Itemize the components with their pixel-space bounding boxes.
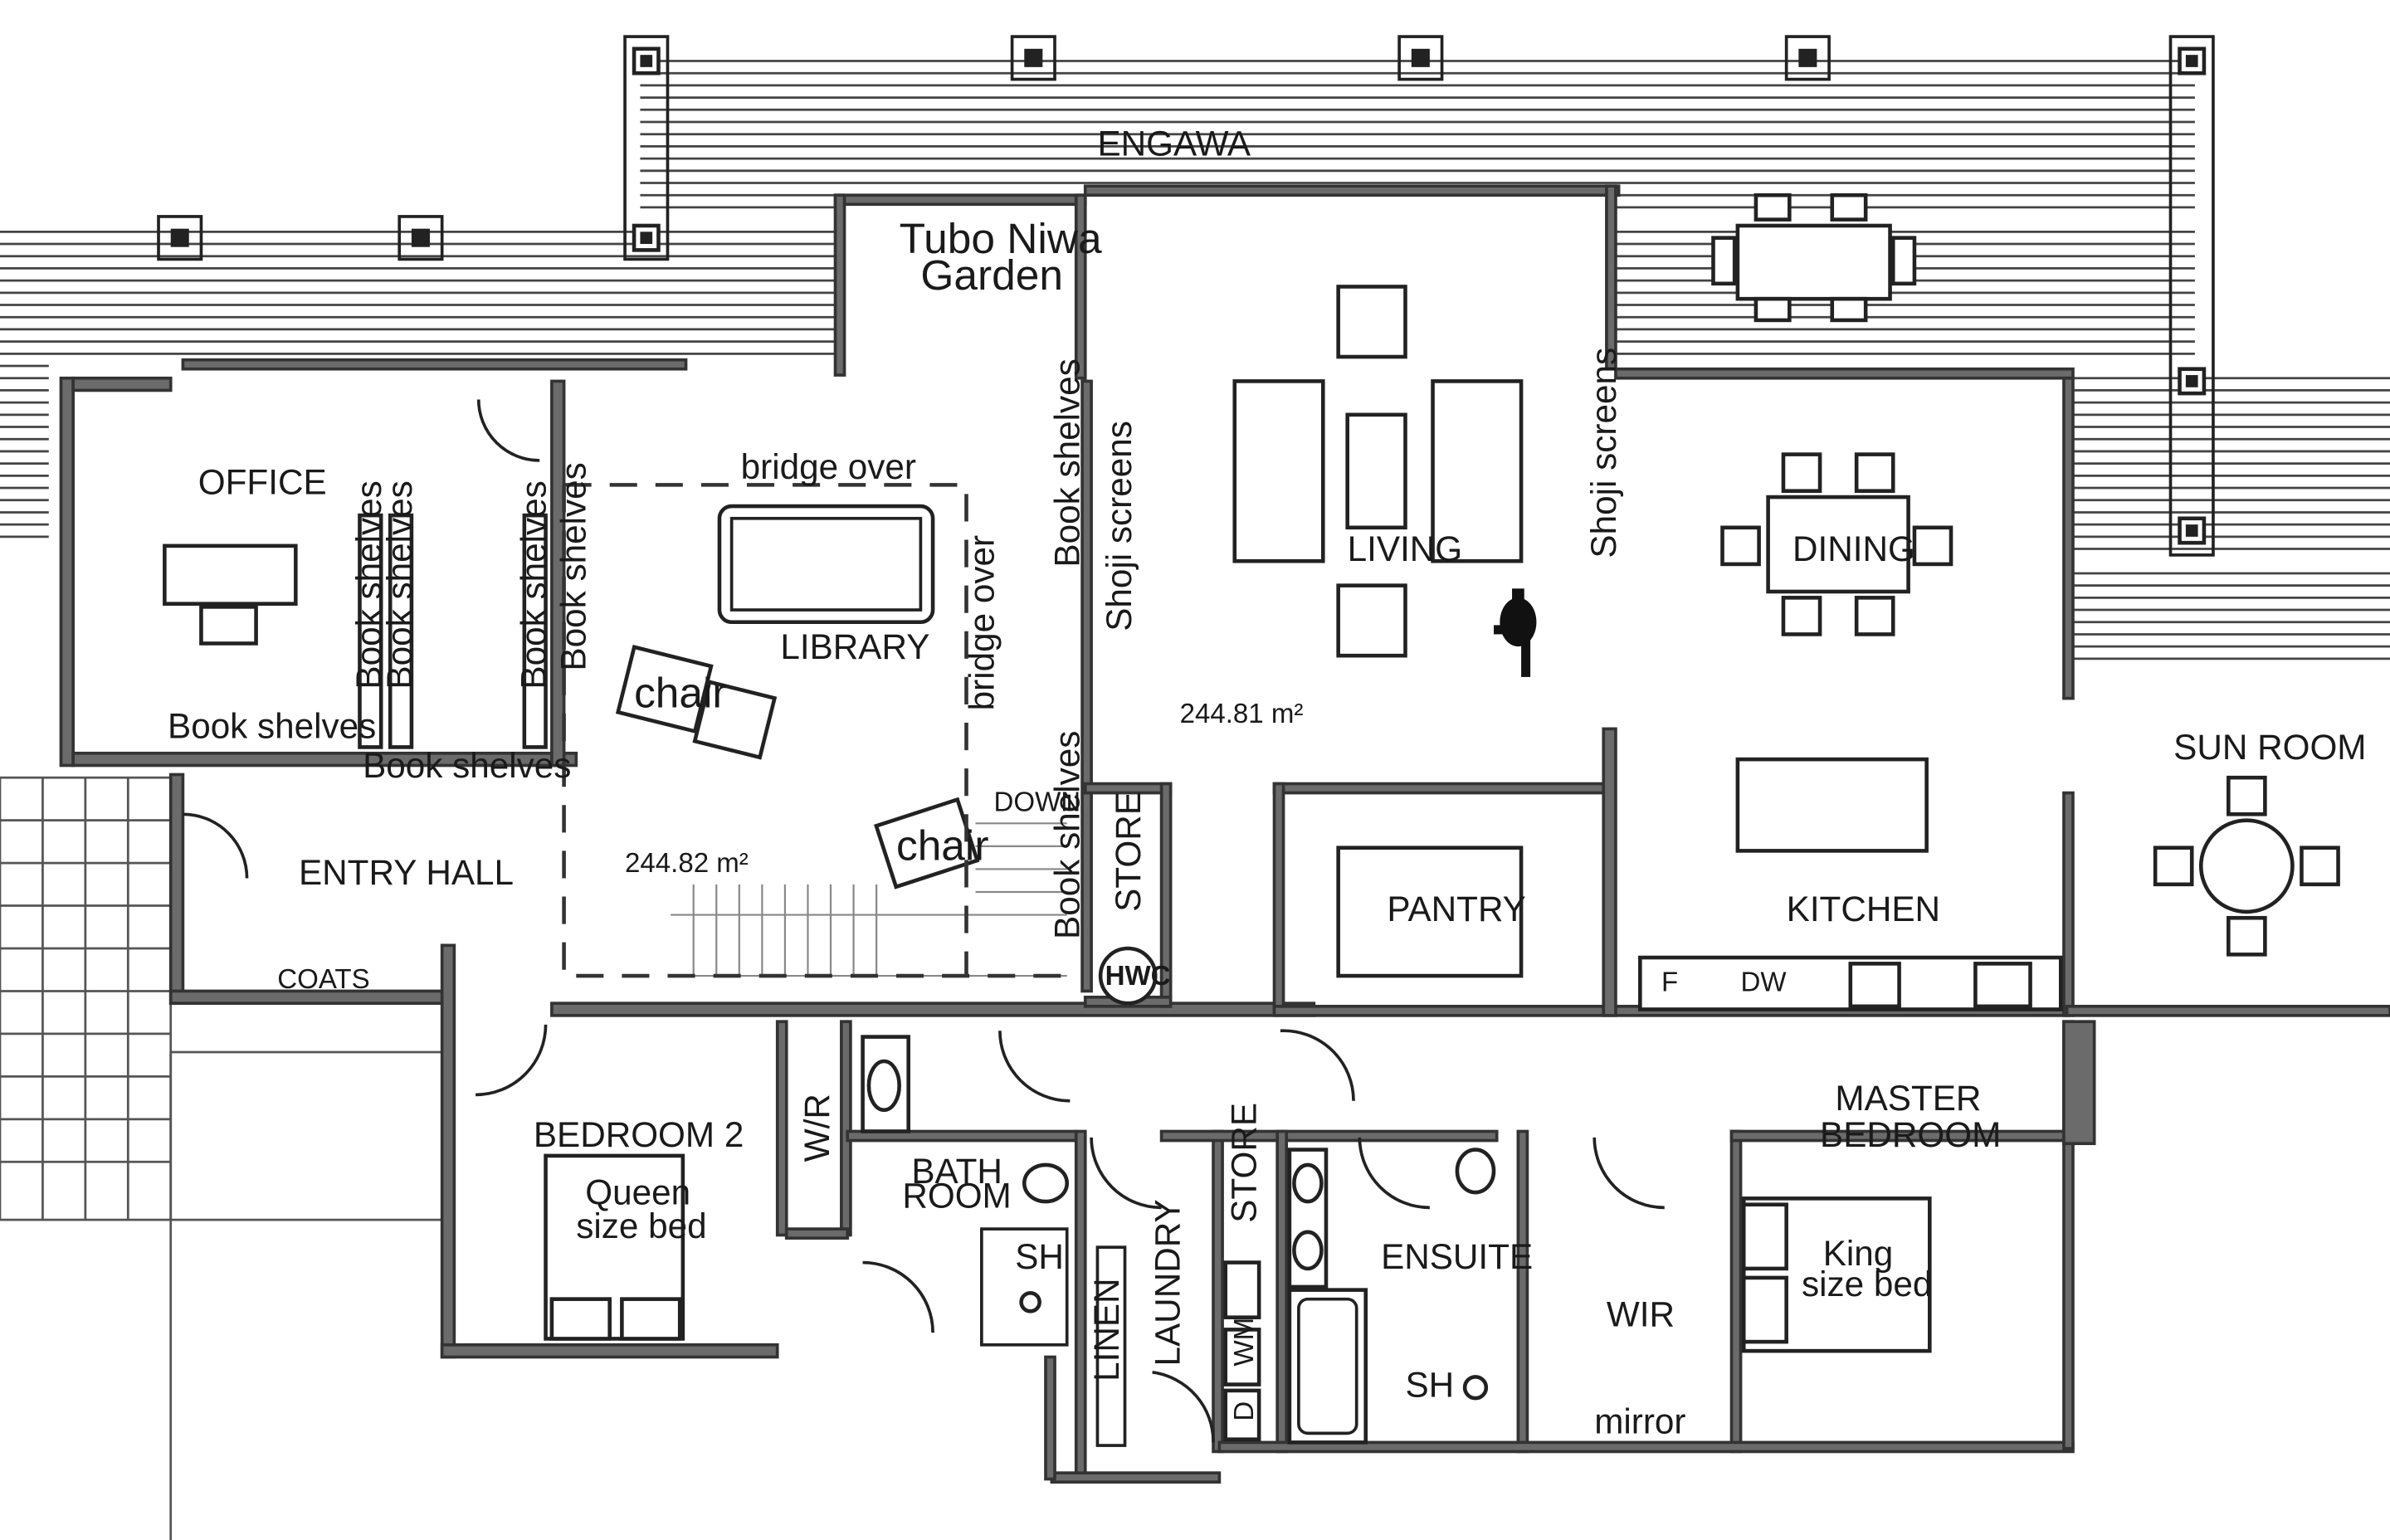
label-ensuite: ENSUITE (1381, 1237, 1533, 1276)
hwc-circle (1098, 946, 1158, 1006)
label-mirror: mirror (1594, 1401, 1685, 1440)
sun-room-table (2153, 775, 2340, 957)
label-chair-1: chair (634, 669, 726, 717)
office-desk (163, 513, 548, 749)
label-bath-2: ROOM (902, 1176, 1011, 1215)
doors (183, 399, 1665, 1443)
label-book-shelves-office: Book shelves (168, 706, 376, 745)
label-wir: WIR (1607, 1295, 1675, 1334)
label-store-2: STORE (1224, 1103, 1263, 1223)
label-bridge-over-side: bridge over (963, 535, 1002, 710)
label-king-1: King (1823, 1234, 1894, 1273)
label-coats: COATS (277, 964, 369, 995)
label-book-shelves-v1: Book shelves (349, 480, 388, 689)
kitchen-island (1735, 757, 1929, 853)
label-queen-2: size bed (576, 1206, 706, 1245)
label-book-shelves-v2: Book shelves (380, 480, 419, 689)
label-area-1: 244.82 m² (625, 848, 749, 879)
label-sh-2: SH (1405, 1365, 1454, 1404)
label-engawa: ENGAWA (1097, 124, 1251, 163)
label-bath-1: BATH (911, 1152, 1002, 1191)
label-book-shelves-lib-right: Book shelves (1047, 358, 1086, 567)
label-office: OFFICE (198, 462, 327, 501)
label-living: LIVING (1348, 529, 1462, 568)
label-dishwasher: DW (1741, 967, 1788, 997)
label-king-2: size bed (1802, 1265, 1932, 1304)
label-hwc: HWC (1105, 961, 1171, 992)
bridge-outline (562, 483, 1067, 978)
bathroom-fixtures (861, 1035, 1496, 1447)
labels: ENGAWA Tubo Niwa Garden OFFICE LIBRARY b… (168, 124, 2366, 1440)
label-book-shelves-stair: Book shelves (1047, 731, 1086, 939)
library-chairs (615, 645, 980, 889)
label-pantry: PANTRY (1387, 889, 1525, 928)
label-book-shelves-hall: Book shelves (363, 746, 571, 785)
deck-posts (157, 35, 2215, 557)
label-chair-2: chair (896, 821, 988, 869)
label-area-2: 244.81 m² (1180, 699, 1304, 729)
label-store-1: STORE (1109, 792, 1148, 912)
label-entry-hall: ENTRY HALL (299, 853, 514, 892)
staircase (671, 822, 1067, 977)
label-library: LIBRARY (780, 627, 929, 666)
label-shoji-1: Shoji screens (1100, 421, 1139, 631)
label-shoji-2: Shoji screens (1584, 348, 1623, 558)
dining-set (1720, 452, 1953, 636)
label-bridge-over-top: bridge over (741, 447, 916, 486)
label-sh-1: SH (1015, 1237, 1064, 1276)
label-garden: Garden (920, 251, 1063, 299)
queen-bed (544, 1153, 685, 1341)
billiard-table (717, 504, 935, 625)
label-tubo-niwa: Tubo Niwa (900, 214, 1102, 262)
label-book-shelves-v3: Book shelves (515, 480, 554, 689)
label-stair-down: DOWN (994, 787, 1081, 818)
figure-icon (1494, 588, 1537, 677)
paving-grid (0, 776, 444, 1540)
label-kitchen: KITCHEN (1787, 889, 1940, 928)
label-bedroom-2: BEDROOM 2 (534, 1115, 744, 1154)
label-master-1: MASTER (1835, 1079, 1981, 1118)
kitchen-bench (1638, 955, 2063, 1011)
label-linen: LINEN (1087, 1278, 1126, 1381)
label-dining: DINING (1792, 529, 1915, 568)
deck-table (1711, 192, 1917, 323)
label-dryer: D (1229, 1401, 1260, 1421)
label-sun-room: SUN ROOM (2173, 728, 2366, 767)
pantry-shelf (1336, 846, 1524, 978)
label-laundry: LAUNDRY (1149, 1199, 1188, 1366)
walls (59, 184, 2390, 1484)
label-master-2: BEDROOM (1820, 1115, 2001, 1154)
label-book-shelves-v4: Book shelves (554, 462, 593, 670)
living-furniture (1232, 285, 1524, 658)
label-fridge: F (1661, 967, 1678, 997)
king-bed (1741, 1196, 1932, 1353)
label-queen-1: Queen (585, 1173, 690, 1212)
label-wm: WM (1229, 1318, 1260, 1367)
label-wr: W/R (797, 1094, 836, 1162)
